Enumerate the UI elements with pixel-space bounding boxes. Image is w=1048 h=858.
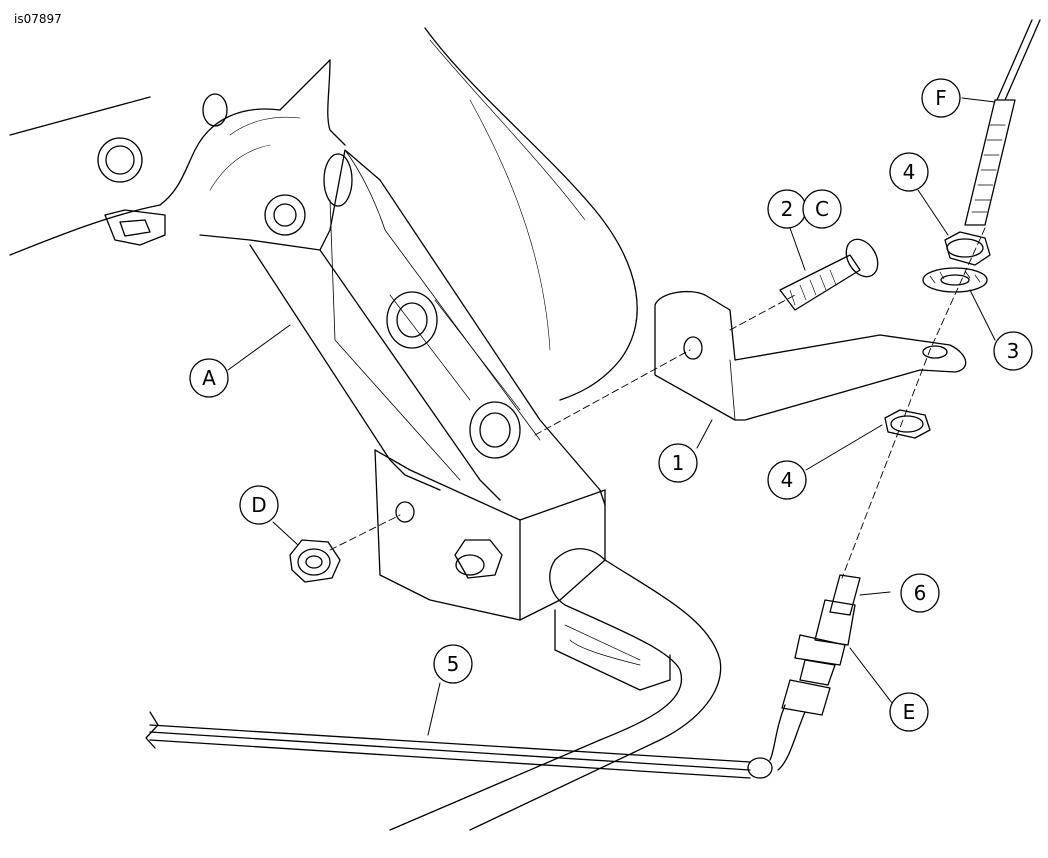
mounting-arm [199, 149, 606, 506]
callout-A: A [189, 358, 229, 398]
frame-casting [9, 59, 346, 256]
fender-outline [424, 27, 638, 401]
hose-fitting [769, 574, 861, 771]
lower-nut [884, 409, 931, 439]
callout-3-label: 3 [1007, 339, 1020, 363]
callout-4-upper-label: 4 [903, 160, 916, 184]
callout-C-label: C [815, 197, 829, 221]
callout-1: 1 [658, 443, 698, 483]
bracket-plate [654, 291, 967, 421]
callout-5: 5 [433, 644, 473, 684]
callout-4-upper: 4 [889, 152, 929, 192]
callout-6: 6 [900, 573, 940, 613]
callout-4-lower: 4 [767, 460, 807, 500]
upper-nut [944, 231, 991, 266]
callout-5-label: 5 [447, 652, 460, 676]
callout-C: C [802, 189, 842, 229]
leader-lines [227, 97, 996, 736]
callout-E: E [889, 692, 929, 732]
callout-E-label: E [903, 700, 916, 724]
sensor-probe [964, 19, 1041, 226]
callout-F-label: F [935, 86, 947, 110]
callout-3: 3 [993, 331, 1033, 371]
bolt [779, 238, 879, 311]
lock-washer [922, 267, 988, 293]
callout-group: A D 2 C 4 3 F [189, 78, 1033, 732]
callout-6-label: 6 [914, 581, 927, 605]
callout-2: 2 [767, 189, 807, 229]
callout-D: D [239, 485, 279, 525]
callout-D-label: D [251, 493, 266, 517]
callout-1-label: 1 [672, 451, 685, 475]
support-tube [389, 548, 722, 831]
callout-2-label: 2 [781, 197, 794, 221]
flange-nut [289, 539, 341, 583]
lower-mount-block [374, 449, 606, 621]
alignment-lines [329, 227, 986, 579]
figure-id: is07897 [14, 12, 62, 26]
brake-line [145, 711, 773, 779]
callout-F: F [921, 78, 961, 118]
callout-4-lower-label: 4 [781, 468, 794, 492]
callout-A-label: A [202, 366, 216, 390]
